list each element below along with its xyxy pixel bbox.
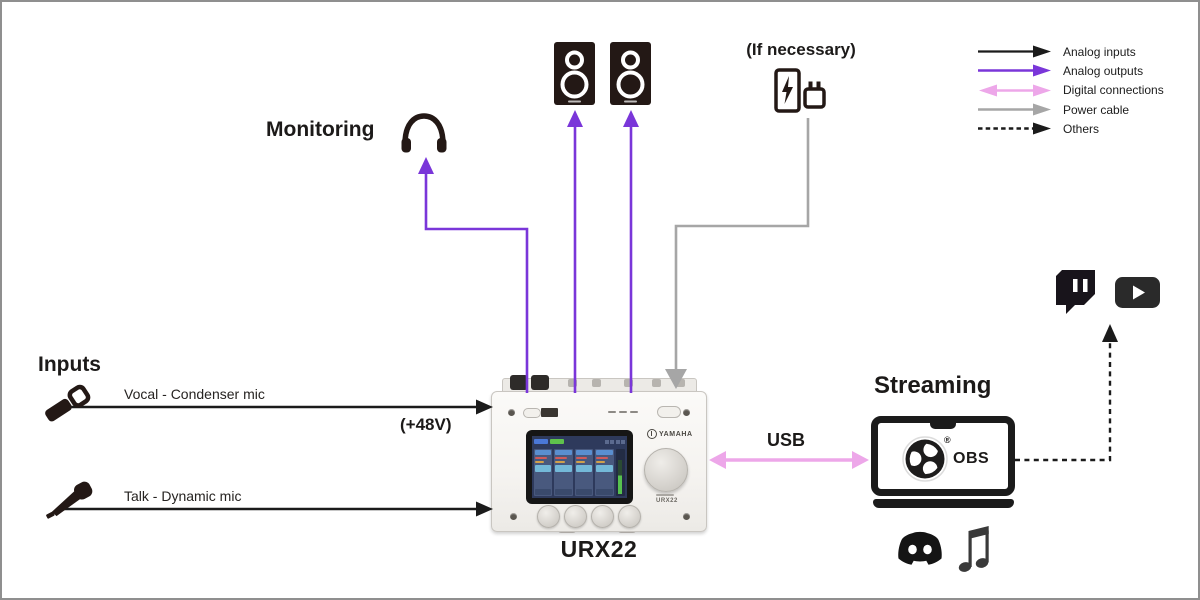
- others-arrow-icon: [978, 122, 1051, 135]
- speaker-icon: [610, 42, 651, 105]
- screw-icon: [683, 409, 690, 416]
- screw-icon: [508, 409, 515, 416]
- device-button: [523, 408, 541, 418]
- touchscreen-bezel: [526, 430, 633, 504]
- if-necessary-label: (If necessary): [746, 40, 856, 59]
- power-bank-icon: [774, 68, 801, 113]
- laptop-notch: [930, 423, 956, 429]
- device-name-label: URX22: [560, 536, 638, 562]
- channel-knob: [564, 505, 587, 528]
- laptop-base: [873, 499, 1014, 508]
- screw-icon: [683, 513, 690, 520]
- twitch-icon: [1056, 270, 1095, 314]
- vocal-input-label: Vocal - Condenser mic: [124, 386, 265, 402]
- power-cable-arrow-icon: [978, 103, 1051, 116]
- obs-registered-mark: ®: [944, 435, 951, 445]
- streaming-heading: Streaming: [874, 372, 992, 399]
- legend-item-others: Others: [977, 119, 1164, 138]
- youtube-icon: [1115, 277, 1160, 308]
- device-print: [619, 411, 627, 413]
- legend-label: Others: [1063, 121, 1100, 136]
- device-model-print: URX22: [656, 498, 678, 504]
- monitoring-output-arrow: [418, 157, 529, 393]
- power-button: [657, 406, 681, 418]
- rear-connector: [676, 379, 685, 387]
- rear-connector: [592, 379, 601, 387]
- dynamic-mic-icon: [46, 481, 93, 519]
- urx22-device: YAMAHA URX22: [491, 391, 707, 532]
- monitoring-label: Monitoring: [266, 118, 375, 141]
- device-print: [608, 411, 616, 413]
- legend-item-analog-outputs: Analog outputs: [977, 61, 1164, 80]
- obs-label: OBS: [953, 450, 990, 467]
- phantom-power-label: (+48V): [400, 415, 452, 434]
- analog-inputs-arrow-icon: [978, 45, 1051, 58]
- rear-connector: [624, 379, 633, 387]
- device-print: [656, 494, 674, 496]
- legend: Analog inputs Analog outputs Digital con…: [977, 42, 1164, 138]
- speaker-left-output-arrow: [567, 110, 583, 393]
- brand-text: YAMAHA: [659, 430, 693, 438]
- speaker-right-output-arrow: [623, 110, 639, 393]
- yamaha-tuning-fork-icon: [647, 429, 657, 439]
- stream-platforms-arrow: [1015, 324, 1118, 462]
- discord-icon: [898, 531, 942, 565]
- device-print: [541, 408, 558, 417]
- legend-label: Analog inputs: [1063, 44, 1136, 59]
- usb-label: USB: [767, 430, 806, 450]
- legend-item-power-cable: Power cable: [977, 100, 1164, 119]
- music-note-icon: [958, 526, 989, 572]
- legend-label: Power cable: [1063, 102, 1130, 117]
- speaker-icon: [554, 42, 595, 105]
- channel-knob: [618, 505, 641, 528]
- rear-connector: [568, 379, 577, 387]
- legend-label: Digital connections: [1063, 83, 1164, 98]
- rear-connector: [652, 379, 661, 387]
- legend-item-analog-inputs: Analog inputs: [977, 42, 1164, 61]
- analog-outputs-arrow-icon: [978, 64, 1051, 77]
- talk-input-label: Talk - Dynamic mic: [124, 488, 242, 504]
- channel-knob: [537, 505, 560, 528]
- touchscreen-toolbar: [532, 436, 627, 447]
- usb-digital-arrow: [709, 451, 869, 469]
- yamaha-logo: YAMAHA: [647, 429, 693, 439]
- inputs-heading: Inputs: [38, 353, 101, 376]
- condenser-mic-icon: [45, 384, 91, 422]
- legend-label: Analog outputs: [1063, 63, 1144, 78]
- touchscreen-channels: [532, 447, 627, 498]
- channel-knob: [591, 505, 614, 528]
- combo-jack-icon: [531, 375, 549, 390]
- digital-connections-arrow-icon: [979, 84, 1051, 97]
- combo-jack-icon: [510, 375, 528, 390]
- power-cable-arrow: [665, 118, 810, 389]
- touchscreen: [532, 436, 627, 498]
- obs-logo-icon: [902, 436, 948, 482]
- power-adapter-icon: [803, 81, 826, 109]
- headphones-icon: [401, 113, 447, 153]
- legend-item-digital-connections: Digital connections: [977, 81, 1164, 100]
- main-output-knob: [644, 448, 688, 492]
- screw-icon: [510, 513, 517, 520]
- level-meter: [615, 449, 626, 496]
- device-print: [630, 411, 638, 413]
